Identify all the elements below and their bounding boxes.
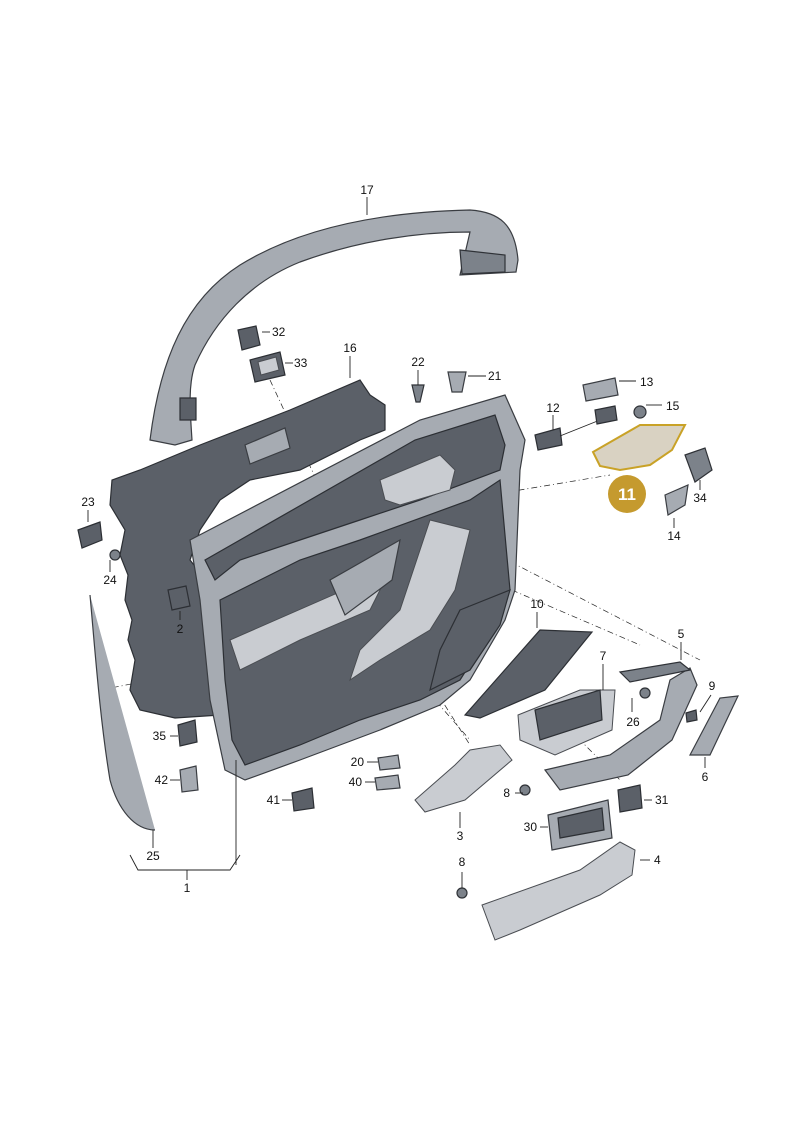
label-15: 15	[666, 399, 680, 413]
label-42: 42	[155, 773, 169, 787]
part-9-clip	[685, 709, 698, 723]
highlight-badge-circle	[608, 475, 646, 513]
part-25-seal	[89, 594, 156, 831]
label-8-top: 8	[503, 786, 510, 800]
door-panel	[189, 394, 526, 781]
part-6-trim	[689, 695, 740, 756]
part-13-connector	[582, 377, 619, 402]
label-25: 25	[146, 849, 160, 863]
label-31: 31	[655, 793, 669, 807]
part-10-trim-strip	[463, 629, 594, 719]
label-20: 20	[351, 755, 365, 769]
label-13: 13	[640, 375, 654, 389]
part-15-screw	[633, 405, 647, 419]
label-1: 1	[184, 881, 191, 895]
label-21: 21	[488, 369, 502, 383]
label-14: 14	[667, 529, 681, 543]
part-24-screw	[109, 549, 121, 561]
label-41: 41	[267, 793, 281, 807]
part-34-handle-cover	[684, 447, 713, 483]
part-8-screw-top	[519, 784, 531, 796]
part-4-armrest-cover	[481, 841, 636, 941]
part-23-bracket	[77, 521, 103, 549]
label-8-bottom: 8	[459, 855, 466, 869]
highlight-badge-label: 11	[618, 485, 636, 504]
part-32-clip	[237, 325, 261, 351]
highlight-badge-11: 11	[608, 475, 646, 513]
leader-lines	[87, 197, 712, 888]
part-2-grommet	[167, 585, 191, 611]
part-12-cable	[534, 405, 618, 451]
part-40-cap	[374, 774, 401, 791]
part-35-switch	[177, 719, 198, 747]
label-22: 22	[411, 355, 425, 369]
label-17: 17	[360, 183, 374, 197]
label-5: 5	[678, 627, 685, 641]
part-42-cover	[179, 765, 199, 793]
label-35: 35	[153, 729, 167, 743]
part-22-bolt	[411, 384, 425, 403]
part-5-armrest-frame	[543, 661, 698, 791]
label-3: 3	[457, 829, 464, 843]
part-20-cap	[377, 754, 401, 771]
label-40: 40	[349, 775, 363, 789]
part-17-window-frame-trim	[149, 209, 519, 446]
label-4: 4	[654, 853, 661, 867]
part-30-window-switch	[547, 799, 613, 851]
label-2: 2	[177, 622, 184, 636]
label-24: 24	[103, 573, 117, 587]
part-8-screw-bottom	[456, 887, 468, 899]
label-34: 34	[693, 491, 707, 505]
label-33: 33	[294, 356, 308, 370]
part-26-screw	[639, 687, 651, 699]
label-10: 10	[530, 597, 544, 611]
label-26: 26	[626, 715, 640, 729]
part-31-knob	[617, 784, 643, 813]
label-9: 9	[709, 679, 716, 693]
label-32: 32	[272, 325, 286, 339]
part-21-clip	[447, 371, 467, 393]
label-7: 7	[600, 649, 607, 663]
part-33-switch	[249, 351, 286, 383]
part-14-trim-cap	[664, 484, 689, 516]
label-23: 23	[81, 495, 95, 509]
label-12: 12	[546, 401, 560, 415]
part-labels: 17 32 33 16 22 21 12 13 15 34 14 23 24 2…	[81, 183, 715, 895]
label-16: 16	[343, 341, 357, 355]
label-6: 6	[702, 770, 709, 784]
label-30: 30	[524, 820, 538, 834]
part-3-pocket-liner	[414, 744, 513, 813]
part-11-door-handle	[591, 424, 687, 472]
part-41-lamp	[291, 787, 315, 812]
part-7-switch-panel	[517, 689, 616, 756]
